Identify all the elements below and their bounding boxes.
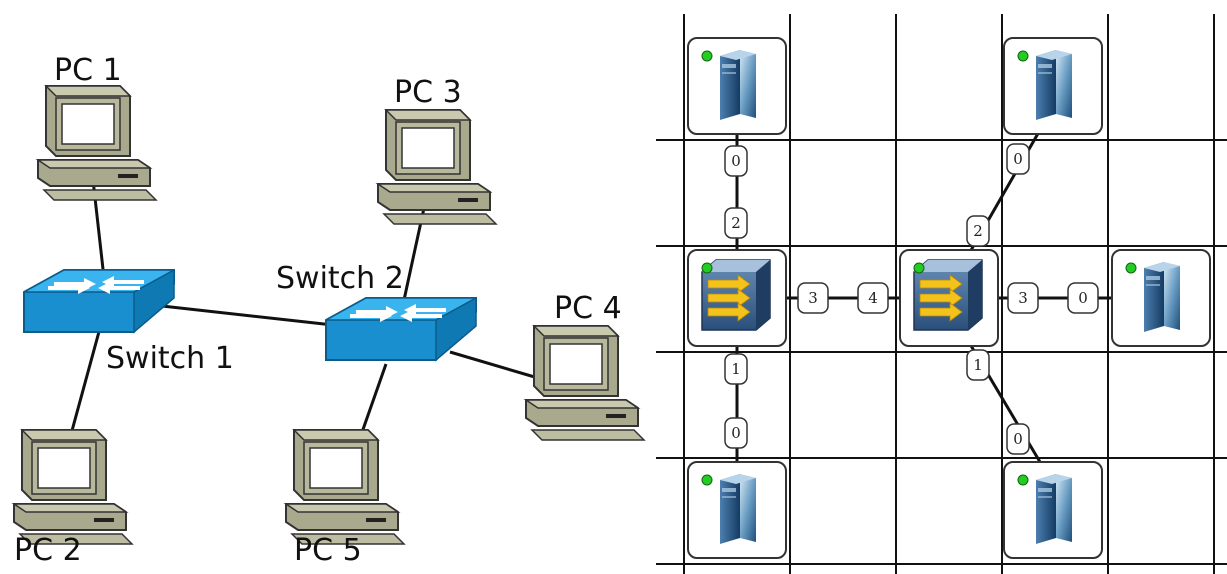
switch-icon [701, 259, 771, 331]
port-number: 3 [1018, 289, 1028, 307]
switch1-label: Switch 1 [106, 341, 234, 376]
port-badge: 0 [1006, 423, 1030, 455]
device-srv-top-right[interactable] [1003, 37, 1103, 135]
device-srv-bottom-left[interactable] [687, 461, 787, 559]
port-number: 0 [1013, 430, 1023, 448]
port-badge: 0 [1067, 282, 1099, 314]
pc4-label: PC 4 [554, 291, 622, 326]
port-number: 1 [973, 356, 983, 374]
port-number: 0 [1013, 150, 1023, 168]
device-srv-top-left[interactable] [687, 37, 787, 135]
link-pc5-switch2 [358, 363, 388, 439]
device-sw-left[interactable] [687, 249, 787, 347]
port-number: 0 [731, 152, 741, 170]
port-number: 4 [868, 289, 878, 307]
pc3-label: PC 3 [394, 75, 462, 110]
pc4-computer-icon [525, 325, 645, 441]
switch2-label: Switch 2 [276, 261, 404, 296]
pc1-computer-icon [37, 85, 157, 201]
port-badge: 1 [724, 353, 748, 385]
port-badge: 0 [1006, 143, 1030, 175]
port-badge: 2 [724, 207, 748, 239]
server-icon [720, 50, 756, 120]
port-badge: 0 [724, 417, 748, 449]
port-number: 1 [731, 360, 741, 378]
status-led-icon [1125, 262, 1137, 274]
port-number: 3 [808, 289, 818, 307]
pc2-computer-icon [13, 429, 133, 545]
right-network-diagram: 0 2 0 2 3 4 3 [656, 14, 1227, 574]
pc5-label: PC 5 [294, 533, 362, 568]
status-led-icon [701, 50, 713, 62]
link-pc2-switch1 [68, 327, 102, 439]
device-srv-bottom-right[interactable] [1003, 461, 1103, 559]
device-sw-right[interactable] [899, 249, 999, 347]
link-pc4-switch2 [449, 350, 539, 380]
port-badge: 0 [724, 145, 748, 177]
pc2-label: PC 2 [14, 533, 82, 568]
status-led-icon [913, 262, 925, 274]
grid [656, 14, 1227, 574]
device-srv-right[interactable] [1111, 249, 1211, 347]
server-icon [1144, 262, 1180, 332]
status-led-icon [701, 262, 713, 274]
pc1-label: PC 1 [54, 53, 122, 88]
port-number: 0 [1078, 289, 1088, 307]
port-badges: 0 2 0 2 3 4 3 [724, 143, 1099, 455]
status-led-icon [1017, 50, 1029, 62]
port-badge: 4 [857, 282, 889, 314]
port-badge: 2 [966, 215, 990, 247]
status-led-icon [1017, 474, 1029, 486]
port-number: 2 [973, 222, 983, 240]
port-number: 2 [731, 214, 741, 232]
switch2-icon [325, 297, 477, 361]
port-badge: 1 [966, 349, 990, 381]
link-switch1-switch2 [161, 304, 343, 328]
left-network-diagram: PC 1 PC 2 PC 3 PC 4 PC 5 Switch 1 Switch… [13, 53, 645, 568]
switch1-icon [23, 269, 175, 333]
port-badge: 3 [1007, 282, 1039, 314]
server-icon [720, 474, 756, 544]
switch-icon [913, 259, 983, 331]
pc5-computer-icon [285, 429, 405, 545]
port-badge: 3 [797, 282, 829, 314]
server-icon [1036, 50, 1072, 120]
pc3-computer-icon [377, 109, 497, 225]
server-icon [1036, 474, 1072, 544]
status-led-icon [701, 474, 713, 486]
port-number: 0 [731, 424, 741, 442]
